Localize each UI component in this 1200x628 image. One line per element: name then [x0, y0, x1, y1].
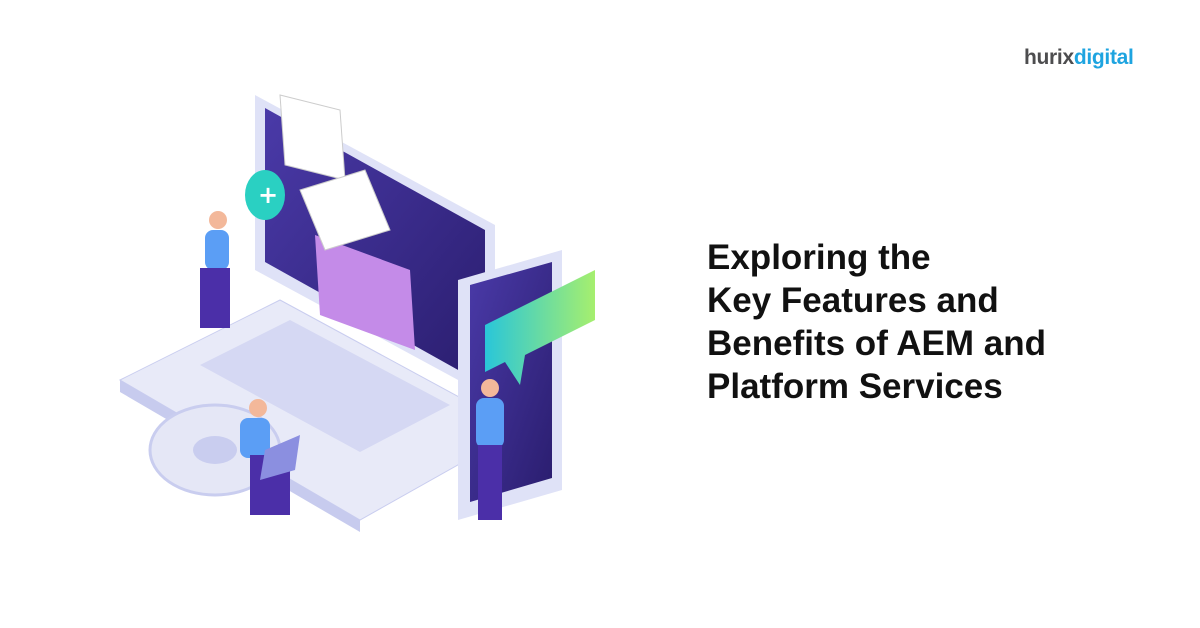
plus-icon — [245, 170, 285, 220]
person-reaching — [200, 211, 230, 328]
hurix-digital-logo[interactable]: hurixdigital — [1024, 46, 1134, 69]
svg-text:+: + — [258, 181, 278, 209]
person-with-laptop — [240, 399, 300, 515]
title-line: Platform Services — [707, 367, 1003, 406]
document-icon — [299, 169, 391, 251]
person-with-phone — [476, 379, 504, 520]
chat-bubble-icon — [485, 270, 595, 385]
page-title: Exploring the Key Features and Benefits … — [707, 236, 1046, 408]
keyboard — [200, 320, 450, 452]
title-line: Benefits of AEM and — [707, 324, 1046, 363]
title-line: Key Features and — [707, 281, 999, 320]
laptop-screen — [265, 108, 485, 385]
isometric-illustration: + — [118, 94, 595, 532]
folder-icon — [315, 235, 415, 350]
title-line: Exploring the — [707, 238, 931, 277]
